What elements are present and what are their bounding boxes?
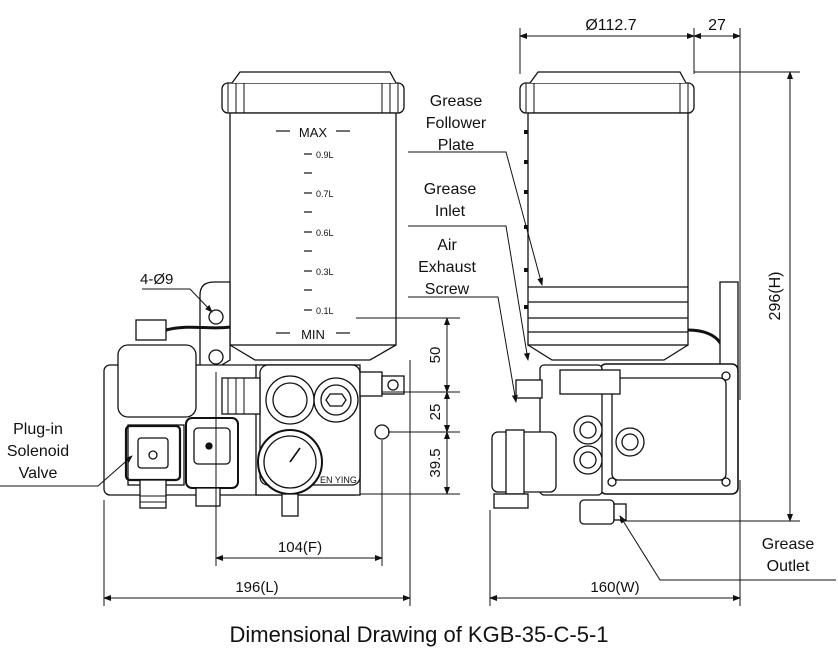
outlet-fitting bbox=[579, 499, 615, 525]
side-view bbox=[491, 71, 739, 525]
length-dimension: 196(L) bbox=[235, 579, 278, 596]
dim-50: 50 bbox=[427, 347, 444, 364]
label-solenoid-1: Plug-in bbox=[13, 421, 63, 438]
solenoid-coil bbox=[117, 344, 197, 418]
front-view bbox=[103, 71, 405, 517]
reservoir-lid bbox=[221, 82, 405, 114]
label-solenoid-2: Solenoid bbox=[7, 443, 69, 460]
level-0.6l: 0.6L bbox=[316, 228, 334, 238]
max-mark: MAX bbox=[299, 125, 328, 140]
level-0.3l: 0.3L bbox=[316, 267, 334, 277]
brand-mark: EN YING bbox=[320, 475, 357, 485]
side-bracket bbox=[719, 281, 739, 369]
label-air-3: Screw bbox=[425, 281, 470, 298]
side-dimensions bbox=[408, 28, 836, 606]
drawing-caption: Dimensional Drawing of KGB-35-C-5-1 bbox=[229, 622, 609, 647]
label-solenoid-3: Valve bbox=[19, 465, 58, 482]
width-f-dimension: 104(F) bbox=[278, 539, 322, 556]
level-0.1l: 0.1L bbox=[316, 306, 334, 316]
dim-25: 25 bbox=[427, 404, 444, 421]
label-follower-3: Plate bbox=[438, 137, 475, 154]
width-w-dimension: 160(W) bbox=[590, 579, 639, 596]
offset-dimension: 27 bbox=[708, 17, 726, 34]
holes-dimension: 4-Ø9 bbox=[140, 271, 173, 288]
side-reservoir-lid bbox=[519, 82, 695, 114]
level-0.7l: 0.7L bbox=[316, 189, 334, 199]
mounting-hole bbox=[208, 349, 224, 365]
front-dimensions bbox=[0, 288, 460, 606]
height-dimension: 296(H) bbox=[767, 272, 784, 321]
label-follower-1: Grease bbox=[430, 93, 483, 110]
diameter-dimension: Ø112.7 bbox=[585, 17, 636, 34]
dim-39-5: 39.5 bbox=[427, 448, 444, 477]
min-mark: MIN bbox=[301, 327, 325, 342]
level-0.9l: 0.9L bbox=[316, 150, 334, 160]
label-outlet-2: Outlet bbox=[767, 558, 810, 575]
label-outlet-1: Grease bbox=[762, 536, 815, 553]
label-inlet-2: Inlet bbox=[435, 203, 466, 220]
label-inlet-1: Grease bbox=[424, 181, 477, 198]
label-air-1: Air bbox=[437, 237, 457, 254]
label-air-2: Exhaust bbox=[418, 259, 476, 276]
junction-box bbox=[599, 363, 739, 495]
mounting-hole bbox=[374, 424, 390, 440]
label-follower-2: Follower bbox=[426, 115, 487, 132]
reservoir-body bbox=[229, 112, 397, 346]
side-reservoir-body bbox=[527, 112, 689, 346]
mounting-hole bbox=[208, 309, 224, 325]
